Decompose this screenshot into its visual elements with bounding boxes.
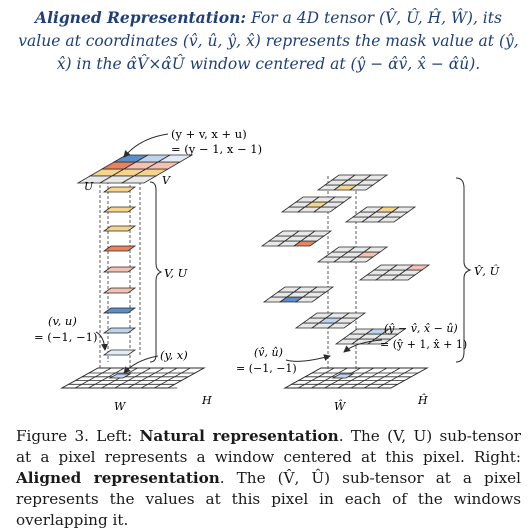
left-label-v: V: [162, 174, 171, 187]
left-top-grid: [76, 154, 194, 184]
window-cell: [306, 230, 333, 237]
window-cell: [340, 312, 367, 319]
left-pixel-label: (y, x): [160, 348, 188, 362]
caption-part-2: . The (V, U) sub-tensor at a pixel repre…: [16, 427, 521, 466]
window-1: [316, 174, 389, 191]
right-diagram: V̂, Û (ŷ − v̂, x̂ − û) = (ŷ + 1, x̂ + 1)…: [236, 174, 500, 413]
window-7: [262, 286, 335, 303]
left-label-w: W: [114, 400, 127, 413]
window-cell: [362, 246, 389, 253]
left-side-annotation-1: (v, u): [48, 314, 77, 328]
window-6: [358, 264, 431, 281]
header: Aligned Representation: For a 4D tensor …: [16, 6, 521, 76]
left-slices: [102, 186, 137, 356]
window-8: [294, 312, 367, 329]
left-base-grid: [60, 367, 206, 389]
window-cell: [326, 196, 353, 203]
right-annotation-b2: = (−1, −1): [236, 362, 297, 375]
window-9: [334, 328, 407, 345]
left-label-u: U: [84, 180, 94, 193]
right-annotation-b1: (v̂, û): [254, 346, 283, 359]
left-label-h: H: [201, 394, 212, 407]
caption-bold-1: Natural representation: [139, 427, 339, 445]
window-5: [316, 246, 389, 263]
right-label-w: Ŵ: [334, 399, 347, 413]
left-diagram: (y + v, x + u) = (y − 1, x − 1) U V V, U…: [34, 127, 262, 413]
window-2: [280, 196, 353, 213]
window-cell: [362, 174, 389, 181]
window-cell: [390, 206, 417, 213]
highlighted-cell: [404, 264, 431, 271]
window-4: [260, 230, 333, 247]
window-cell: [308, 286, 335, 293]
right-brace-label: V̂, Û: [474, 264, 500, 278]
window-cell: [380, 328, 407, 335]
caption-part-1: Figure 3. Left:: [16, 427, 140, 445]
left-brace-label: V, U: [164, 266, 188, 280]
header-text: For a 4D tensor (V̂, Û, Ĥ, Ŵ), its value…: [18, 9, 519, 73]
left-top-annotation-2: = (y − 1, x − 1): [171, 142, 262, 156]
left-top-annotation-1: (y + v, x + u): [171, 127, 247, 141]
window-3: [344, 206, 417, 223]
right-label-h: Ĥ: [417, 393, 428, 407]
right-base-grid: [283, 367, 429, 389]
caption-bold-2: Aligned representation: [16, 469, 220, 487]
figure: (y + v, x + u) = (y − 1, x − 1) U V V, U…: [34, 127, 500, 413]
header-bold: Aligned Representation:: [35, 8, 247, 27]
caption: Figure 3. Left: Natural representation. …: [16, 426, 521, 531]
right-annotation-a1: (ŷ − v̂, x̂ − û): [384, 322, 458, 335]
right-annotation-a2: = (ŷ + 1, x̂ + 1): [380, 338, 467, 351]
right-windows: [260, 174, 431, 345]
left-side-annotation-2: = (−1, −1): [34, 330, 97, 344]
